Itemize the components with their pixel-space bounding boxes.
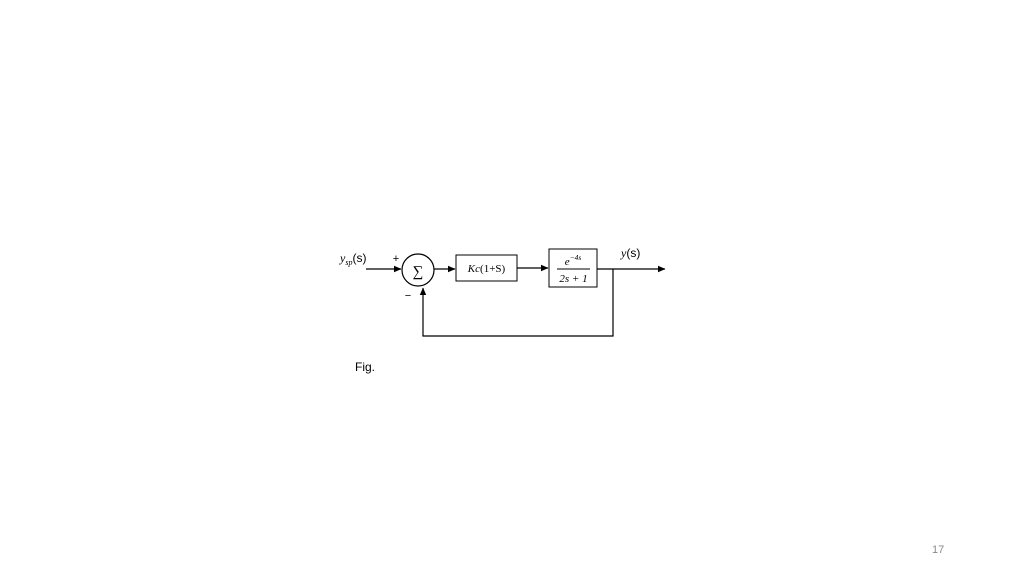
process-block (548, 248, 598, 288)
controller-block (455, 254, 518, 282)
summation-symbol: ∑ (413, 264, 424, 280)
setpoint-label: ysp(s) (339, 251, 366, 267)
plus-sign: + (393, 253, 399, 265)
controller-transfer-function: Kc(1+S) (467, 263, 506, 275)
output-label: y(s) (620, 246, 640, 260)
minus-sign: − (405, 290, 411, 302)
process-denominator: 2s + 1 (559, 273, 587, 285)
summing-junction (401, 253, 435, 287)
feedback-path (419, 269, 614, 337)
page-number: 17 (932, 544, 945, 556)
figure-caption: Fig. (355, 360, 376, 374)
process-numerator: e−4s (565, 253, 582, 268)
